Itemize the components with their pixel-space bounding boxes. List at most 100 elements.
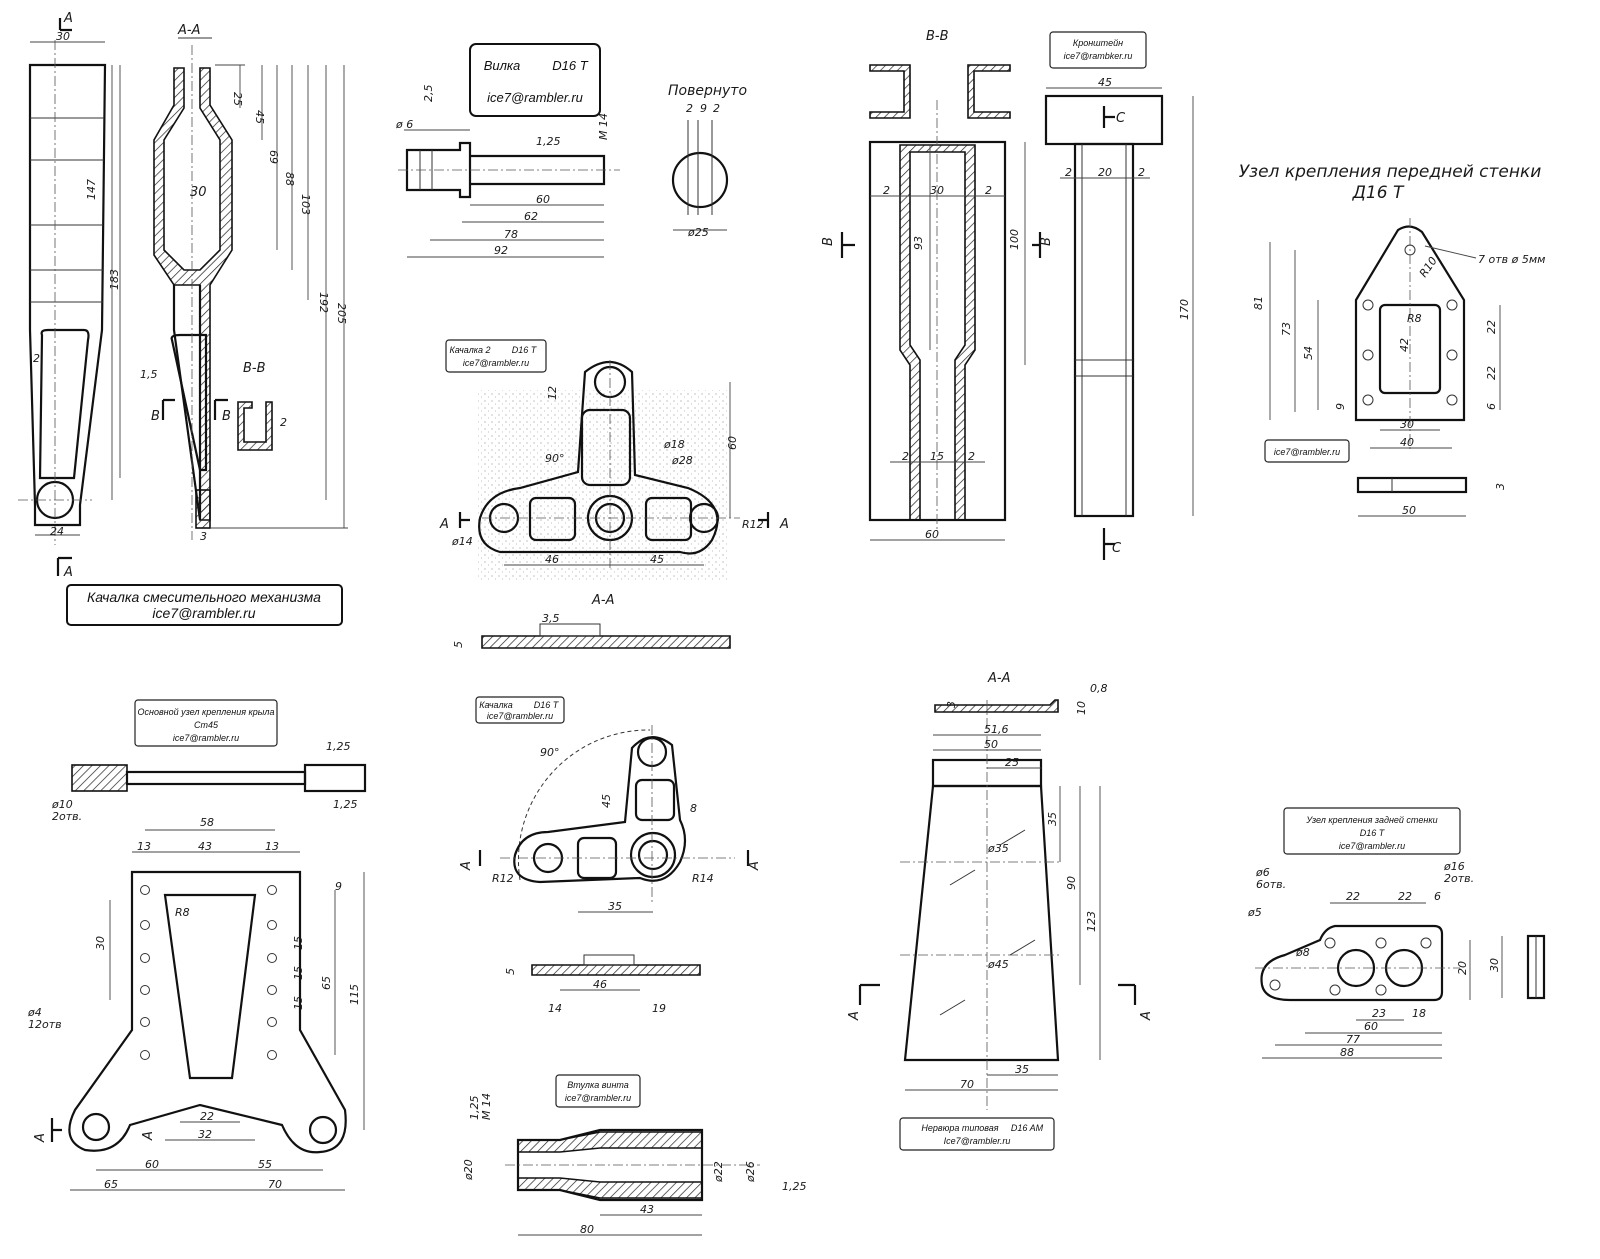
dim-bushing-m14: М 14 bbox=[480, 1093, 493, 1120]
c-mark-bottom bbox=[1102, 528, 1115, 560]
bushing-email: ice7@rambler.ru bbox=[565, 1093, 631, 1103]
dim-rear-30: 30 bbox=[1488, 958, 1501, 972]
wing-side-plate bbox=[125, 770, 307, 786]
fork-caption-box bbox=[469, 43, 601, 117]
dim-wing-115: 115 bbox=[348, 984, 361, 1005]
dim-fork-d6: ø 6 bbox=[395, 118, 413, 131]
rocker-upper-pocket bbox=[634, 778, 676, 822]
dim-rear-88: 88 bbox=[1340, 1046, 1354, 1059]
dim-rear-d6: ø6 bbox=[1255, 866, 1270, 879]
dim-fork-2a: 2 bbox=[686, 102, 693, 115]
bracket-bb-left bbox=[869, 64, 911, 119]
dim-rear-23: 23 bbox=[1372, 1007, 1386, 1020]
dim-wing-65b: 65 bbox=[104, 1178, 118, 1191]
bracket-front-web bbox=[899, 144, 976, 521]
dim-bracket-2a: 2 bbox=[883, 184, 890, 197]
a-mark-rib-right bbox=[1118, 983, 1137, 1005]
bushing-bottom-wall bbox=[517, 1177, 703, 1199]
section-a-bottom: А bbox=[63, 565, 73, 580]
dim-front-22a: 22 bbox=[1485, 320, 1498, 334]
dim-bushing-d22: ø22 bbox=[712, 1161, 725, 1183]
a-label-wing2: А bbox=[141, 1131, 156, 1141]
dim-wing-15c: 15 bbox=[292, 996, 305, 1010]
front-wall-drawing: Узел крепления передней стенки Д16 Т 7 о… bbox=[1239, 162, 1546, 517]
dim-fork-2b: 2 bbox=[713, 102, 720, 115]
dim-bracket-100: 100 bbox=[1008, 229, 1021, 250]
b-label-bracket-right: В bbox=[1039, 237, 1054, 246]
dim-rear-6: 6 bbox=[1434, 890, 1441, 903]
rear-caption-box bbox=[1283, 807, 1461, 855]
bb-channel bbox=[237, 401, 273, 451]
rocker-email: ice7@rambler.ru bbox=[487, 711, 553, 721]
dim-wing-43: 43 bbox=[198, 840, 212, 853]
dim-wing-60: 60 bbox=[145, 1158, 159, 1171]
dim-bracket-93: 93 bbox=[912, 236, 925, 250]
bushing-drawing: Втулка винта ice7@rambler.ru 1,25 М 14 ø… bbox=[462, 1074, 807, 1236]
dim-fork-92: 92 bbox=[494, 244, 508, 257]
rocker2-material: D16 T bbox=[512, 345, 538, 355]
dim-wing-2otv: 2отв. bbox=[52, 810, 82, 823]
dim-wing-22: 22 bbox=[200, 1110, 214, 1123]
dim-rear-22b: 22 bbox=[1398, 890, 1412, 903]
mixer-caption-box bbox=[66, 584, 343, 626]
fork-end-slots bbox=[687, 120, 713, 215]
dim-wing-55: 55 bbox=[258, 1158, 272, 1171]
bracket-title: Кронштейн bbox=[1073, 38, 1123, 48]
rocker-boss-hole bbox=[637, 839, 669, 871]
dim-wing-15b: 15 bbox=[292, 966, 305, 980]
bracket-side-web bbox=[1073, 142, 1135, 518]
mixer-side-steps bbox=[30, 117, 104, 303]
rear-wall-email: ice7@rambler.ru bbox=[1339, 841, 1405, 851]
dim-wing-125a: 1,25 bbox=[326, 740, 351, 753]
wing-side-right bbox=[303, 763, 367, 793]
rocker-caption-box bbox=[475, 696, 565, 724]
section-aa-label: А-А bbox=[177, 23, 200, 38]
b-label-right: В bbox=[222, 409, 231, 424]
dim-front-50: 50 bbox=[1402, 504, 1416, 517]
section-bb-small: В-В bbox=[243, 361, 266, 376]
section-mark-a-bottom bbox=[56, 556, 72, 576]
rocker2-outline bbox=[478, 360, 719, 555]
a-label-rocker-right: А bbox=[747, 861, 762, 871]
fork-email: ice7@rambler.ru bbox=[487, 90, 583, 105]
rib-section bbox=[934, 699, 1059, 713]
dim-fork-78: 78 bbox=[504, 228, 518, 241]
dim-bushing-43: 43 bbox=[640, 1203, 654, 1216]
dim-rear-2otv: 2отв. bbox=[1444, 872, 1474, 885]
b-mark-right bbox=[213, 398, 228, 420]
dim-mixer-24: 24 bbox=[50, 525, 64, 538]
dim-front-r10: R10 bbox=[1417, 255, 1440, 280]
dim-wing-12otv: 12отв bbox=[28, 1018, 62, 1031]
dim-front-3: 3 bbox=[1494, 483, 1507, 490]
rib-body bbox=[903, 784, 1060, 1062]
dim-rocker-46: 46 bbox=[593, 978, 607, 991]
front-wall-material: Д16 Т bbox=[1352, 183, 1405, 203]
rocker-outline bbox=[513, 736, 687, 884]
rocker2-right-pocket bbox=[644, 496, 693, 542]
dim-front-73: 73 bbox=[1280, 322, 1293, 336]
dim-leader bbox=[1424, 245, 1477, 259]
dim-mixer-69: 69 bbox=[267, 150, 280, 164]
rocker-section-boss bbox=[583, 954, 635, 966]
dim-fork-d25: ø25 bbox=[687, 226, 709, 239]
dim-wing-9: 9 bbox=[335, 880, 342, 893]
dim-mixer-88: 88 bbox=[283, 172, 296, 186]
section-aa-r2: А-А bbox=[591, 593, 614, 608]
wing-side-left bbox=[71, 764, 128, 792]
dim-mixer-45: 45 bbox=[253, 110, 266, 124]
rocker2-section-plate bbox=[481, 635, 731, 649]
dim-bushing-d20: ø20 bbox=[462, 1159, 475, 1181]
b-mark-bracket-left bbox=[840, 232, 855, 258]
dim-rib-123: 123 bbox=[1085, 911, 1098, 932]
b-mark-left bbox=[161, 398, 175, 420]
wing-email: ice7@rambler.ru bbox=[173, 733, 239, 743]
rib-title: Нервюра типовая bbox=[921, 1123, 998, 1133]
wing-window bbox=[163, 893, 257, 1080]
dim-bracket-170: 170 bbox=[1178, 299, 1191, 320]
dim-mixer-205: 205 bbox=[335, 303, 348, 324]
dim-bracket-2c: 2 bbox=[902, 450, 909, 463]
b-label-left: В bbox=[151, 409, 160, 424]
dim-wing-13b: 13 bbox=[265, 840, 279, 853]
dim-fork-60: 60 bbox=[536, 193, 550, 206]
front-wall-outline bbox=[1354, 225, 1466, 422]
